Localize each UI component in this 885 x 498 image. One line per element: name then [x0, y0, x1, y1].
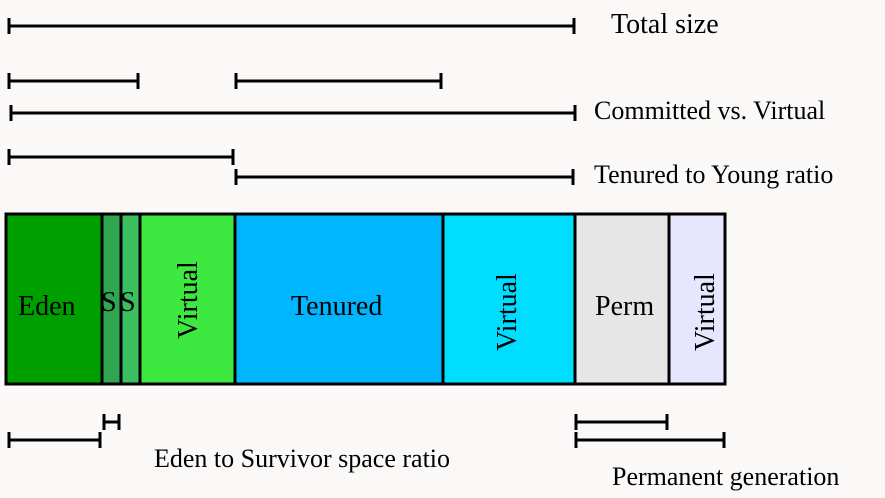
eden-line [7, 432, 102, 448]
young-line [7, 149, 235, 165]
heap-bar [4, 212, 727, 386]
young-virtual-segment [138, 212, 237, 386]
committed-vs-virtual-label: Committed vs. Virtual [594, 96, 826, 125]
perm-committed-line [574, 414, 669, 430]
perm-label: Perm [595, 291, 655, 322]
perm-virtual-segment [667, 212, 727, 386]
measure-lines [7, 18, 726, 448]
tenured-label: Tenured [291, 291, 383, 322]
eden-to-survivor-label: Eden to Survivor space ratio [154, 444, 451, 473]
virtual-line [9, 105, 577, 121]
tenured-to-young-label: Tenured to Young ratio [594, 160, 834, 189]
perm-virtual-label: Virtual [690, 273, 721, 351]
tenured-virtual-label: Virtual [492, 273, 523, 351]
perm-segment [573, 212, 671, 386]
committed-young-line [7, 73, 140, 89]
tenured-line [234, 169, 575, 185]
survivor-line [102, 414, 121, 430]
young-virtual-label: Virtual [173, 261, 204, 339]
permanent-generation-label: Permanent generation [612, 462, 840, 491]
survivor2-label: S [120, 287, 136, 318]
total-size-label: Total size [611, 9, 719, 40]
tenured-virtual-segment [441, 212, 577, 386]
eden-label: Eden [18, 291, 76, 322]
survivor1-label: S [101, 287, 117, 318]
tenured-segment [233, 212, 445, 386]
committed-tenured-line [234, 73, 443, 89]
total-size-line [7, 18, 576, 34]
perm-total-line [574, 432, 726, 448]
